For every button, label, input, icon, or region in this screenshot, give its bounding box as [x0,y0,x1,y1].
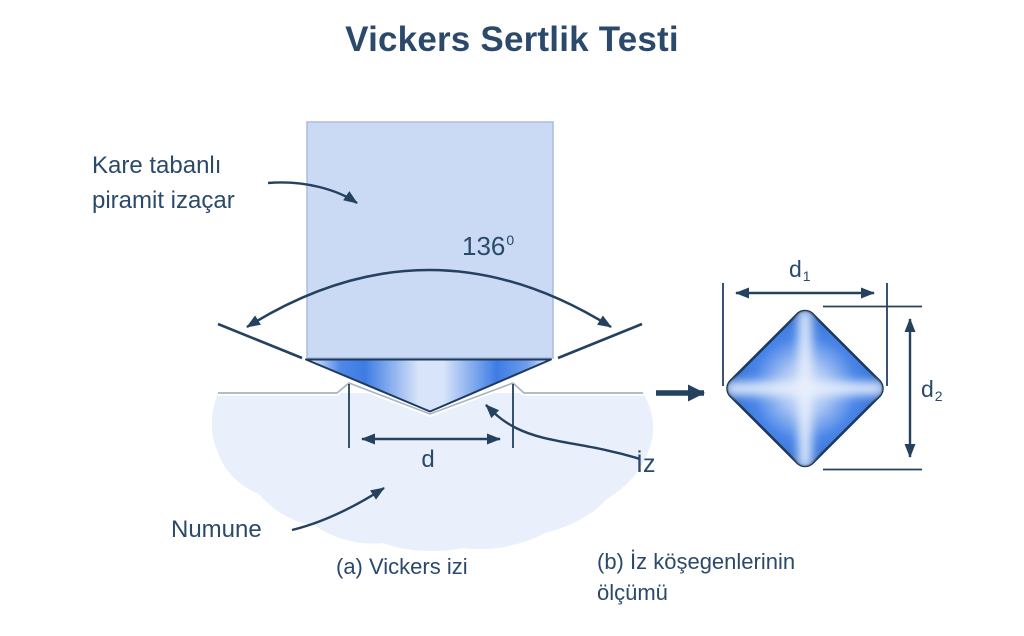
numune-pointer-arrow [291,486,385,532]
sample-blob [211,393,654,551]
indenter-pointer-arrow [267,181,358,204]
d-dimension-label: d [421,446,435,473]
indenter-rect [306,121,554,359]
caption-b-line1: (b) İz köşegenlerinin [597,549,796,574]
caption-a: (a) Vickers izi [336,554,468,579]
numune-label: Numune [171,516,262,543]
caption-b: (b) İz köşegenlerinin ölçümü [597,546,795,608]
indenter-label-line2: piramit izaçar [92,187,235,214]
angle-value: 136 [462,231,506,261]
angle-label: 1360 [462,231,514,262]
caption-b-line2: ölçümü [597,580,668,605]
angle-face-line-left [217,322,303,360]
iz-pointer-arrow [485,404,641,461]
d2-dimension-label: d2 [921,376,943,404]
d1-subscript: 1 [802,268,811,284]
angle-arc-arrow [246,268,612,329]
angle-face-line-right [557,322,643,360]
d2-base: d [921,376,934,402]
page-title: Vickers Sertlik Testi [345,20,679,59]
indenter-label-line1: Kare tabanlı [92,152,222,179]
indenter-label: Kare tabanlı piramit izaçar [92,148,235,218]
indentation-outline [218,382,643,415]
diamond-star-highlight [726,310,884,468]
angle-superscript: 0 [506,232,515,248]
iz-label: İz [636,450,656,478]
indenter-tip-triangle [305,358,552,413]
d2-subscript: 2 [934,388,943,404]
d1-dimension-label: d1 [789,256,811,284]
d1-base: d [789,256,802,282]
